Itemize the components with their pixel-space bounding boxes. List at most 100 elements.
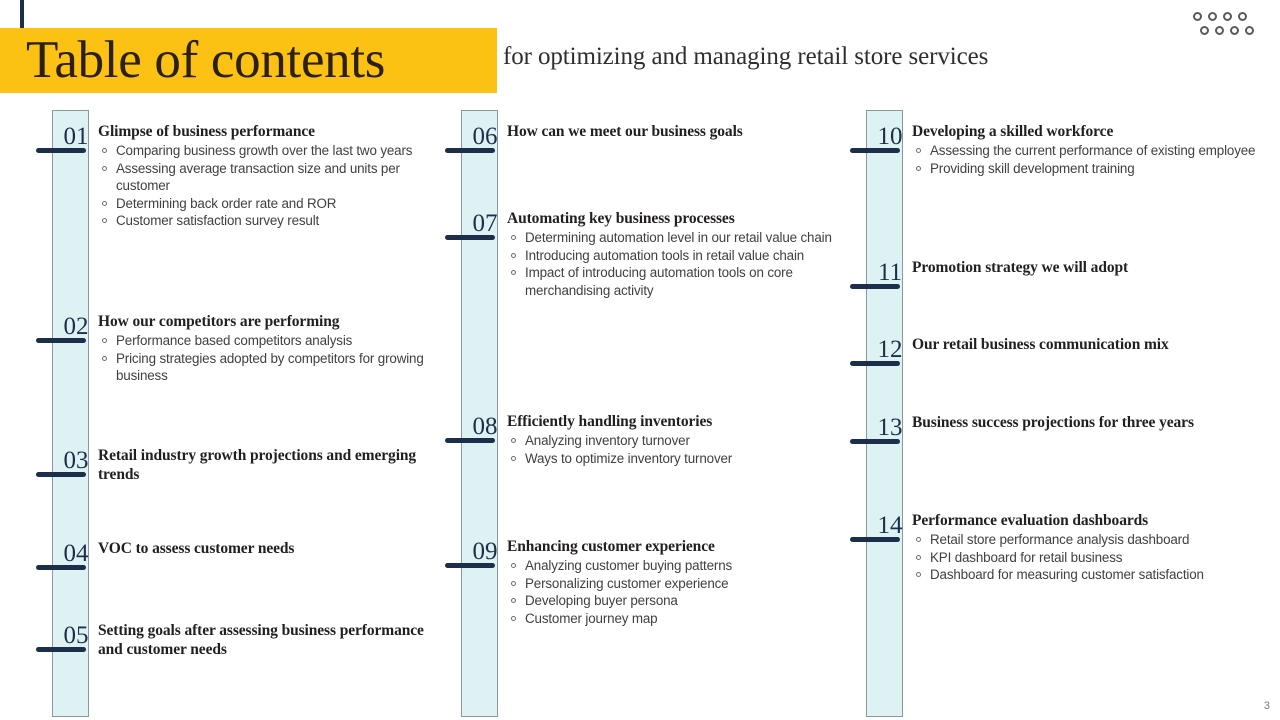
entry-title[interactable]: How can we meet our business goals xyxy=(507,123,743,140)
entry-dash-marker xyxy=(36,148,86,153)
page-subtitle: for optimizing and managing retail store… xyxy=(503,43,989,70)
entry-title[interactable]: Performance evaluation dashboards xyxy=(912,512,1149,529)
page-number: 3 xyxy=(1263,700,1270,712)
bullet-item[interactable]: Dashboard for measuring customer satisfa… xyxy=(912,566,1262,584)
bullet-item[interactable]: Impact of introducing automation tools o… xyxy=(507,264,847,299)
entry-body: How can we meet our business goals xyxy=(507,122,847,142)
entry-title[interactable]: VOC to assess customer needs xyxy=(98,540,295,557)
bullet-item[interactable]: Determining back order rate and ROR xyxy=(98,195,428,213)
entry-title[interactable]: Retail industry growth projections and e… xyxy=(98,447,417,483)
entry-dash-marker xyxy=(445,148,495,153)
bullet-item[interactable]: Assessing the current performance of exi… xyxy=(912,142,1262,160)
entry-body: Our retail business communication mix xyxy=(912,335,1262,355)
bullet-item[interactable]: Analyzing customer buying patterns xyxy=(507,557,847,575)
slide-header: Table of contents for optimizing and man… xyxy=(0,0,1280,105)
circle-icon xyxy=(1215,26,1224,35)
circle-icon xyxy=(1208,12,1217,21)
entry-title[interactable]: Setting goals after assessing business p… xyxy=(98,622,424,658)
bullet-item[interactable]: Performance based competitors analysis xyxy=(98,332,428,350)
bullet-item[interactable]: Retail store performance analysis dashbo… xyxy=(912,531,1262,549)
entry-title[interactable]: Enhancing customer experience xyxy=(507,538,715,555)
entry-bullet-list: Comparing business growth over the last … xyxy=(98,142,428,230)
entry-number: 12 xyxy=(877,336,903,363)
bullet-item[interactable]: Assessing average transaction size and u… xyxy=(98,160,428,195)
entry-dash-marker xyxy=(36,565,86,570)
entry-title[interactable]: Business success projections for three y… xyxy=(912,414,1194,431)
entry-dash-marker xyxy=(850,284,900,289)
circles-decoration xyxy=(1193,12,1267,42)
entry-number: 10 xyxy=(877,123,903,150)
entry-dash-marker xyxy=(445,563,495,568)
column-accent-bar xyxy=(461,110,498,717)
entry-body: VOC to assess customer needs xyxy=(98,539,428,559)
entry-number: 02 xyxy=(63,313,89,340)
entry-number: 13 xyxy=(877,414,903,441)
entry-title[interactable]: Developing a skilled workforce xyxy=(912,123,1114,140)
circle-icon xyxy=(1193,12,1202,21)
entry-number: 08 xyxy=(472,413,498,440)
circle-icon xyxy=(1230,26,1239,35)
entry-bullet-list: Determining automation level in our reta… xyxy=(507,229,847,299)
entry-body: Promotion strategy we will adopt xyxy=(912,258,1262,278)
entry-number: 11 xyxy=(877,259,903,286)
entry-body: Retail industry growth projections and e… xyxy=(98,446,428,485)
dot-row-bottom xyxy=(1200,26,1254,35)
bullet-item[interactable]: Analyzing inventory turnover xyxy=(507,432,847,450)
entry-title[interactable]: Efficiently handling inventories xyxy=(507,413,713,430)
entry-dash-marker xyxy=(445,235,495,240)
circle-icon xyxy=(1223,12,1232,21)
bullet-item[interactable]: Developing buyer persona xyxy=(507,592,847,610)
bullet-item[interactable]: Pricing strategies adopted by competitor… xyxy=(98,350,428,385)
entry-number: 05 xyxy=(63,622,89,649)
entry-dash-marker xyxy=(850,148,900,153)
entry-title[interactable]: Automating key business processes xyxy=(507,210,735,227)
entry-title[interactable]: Our retail business communication mix xyxy=(912,336,1169,353)
bullet-item[interactable]: Customer satisfaction survey result xyxy=(98,212,428,230)
entry-dash-marker xyxy=(36,472,86,477)
entry-title[interactable]: Glimpse of business performance xyxy=(98,123,315,140)
bullet-item[interactable]: KPI dashboard for retail business xyxy=(912,549,1262,567)
entry-number: 09 xyxy=(472,538,498,565)
entry-dash-marker xyxy=(445,438,495,443)
entry-number: 03 xyxy=(63,447,89,474)
bullet-item[interactable]: Introducing automation tools in retail v… xyxy=(507,247,847,265)
entry-title[interactable]: How our competitors are performing xyxy=(98,313,340,330)
column-accent-bar xyxy=(866,110,903,717)
bullet-item[interactable]: Personalizing customer experience xyxy=(507,575,847,593)
bullet-item[interactable]: Ways to optimize inventory turnover xyxy=(507,450,847,468)
entry-number: 14 xyxy=(877,512,903,539)
page-title: Table of contents xyxy=(26,31,386,89)
title-banner xyxy=(0,28,497,93)
entry-bullet-list: Retail store performance analysis dashbo… xyxy=(912,531,1262,584)
entry-dash-marker xyxy=(36,647,86,652)
entry-number: 07 xyxy=(472,210,498,237)
bullet-item[interactable]: Providing skill development training xyxy=(912,160,1262,178)
dot-row-top xyxy=(1193,12,1247,21)
entry-dash-marker xyxy=(850,361,900,366)
column-accent-bar xyxy=(52,110,89,717)
bullet-item[interactable]: Comparing business growth over the last … xyxy=(98,142,428,160)
entry-number: 01 xyxy=(63,123,89,150)
circle-icon xyxy=(1200,26,1209,35)
entry-body: Setting goals after assessing business p… xyxy=(98,621,428,660)
bullet-item[interactable]: Customer journey map xyxy=(507,610,847,628)
entry-title[interactable]: Promotion strategy we will adopt xyxy=(912,259,1129,276)
entry-dash-marker xyxy=(850,537,900,542)
circle-icon xyxy=(1245,26,1254,35)
bullet-item[interactable]: Determining automation level in our reta… xyxy=(507,229,847,247)
entry-dash-marker xyxy=(850,439,900,444)
entry-body: Business success projections for three y… xyxy=(912,413,1262,433)
entry-dash-marker xyxy=(36,338,86,343)
entry-number: 06 xyxy=(472,123,498,150)
